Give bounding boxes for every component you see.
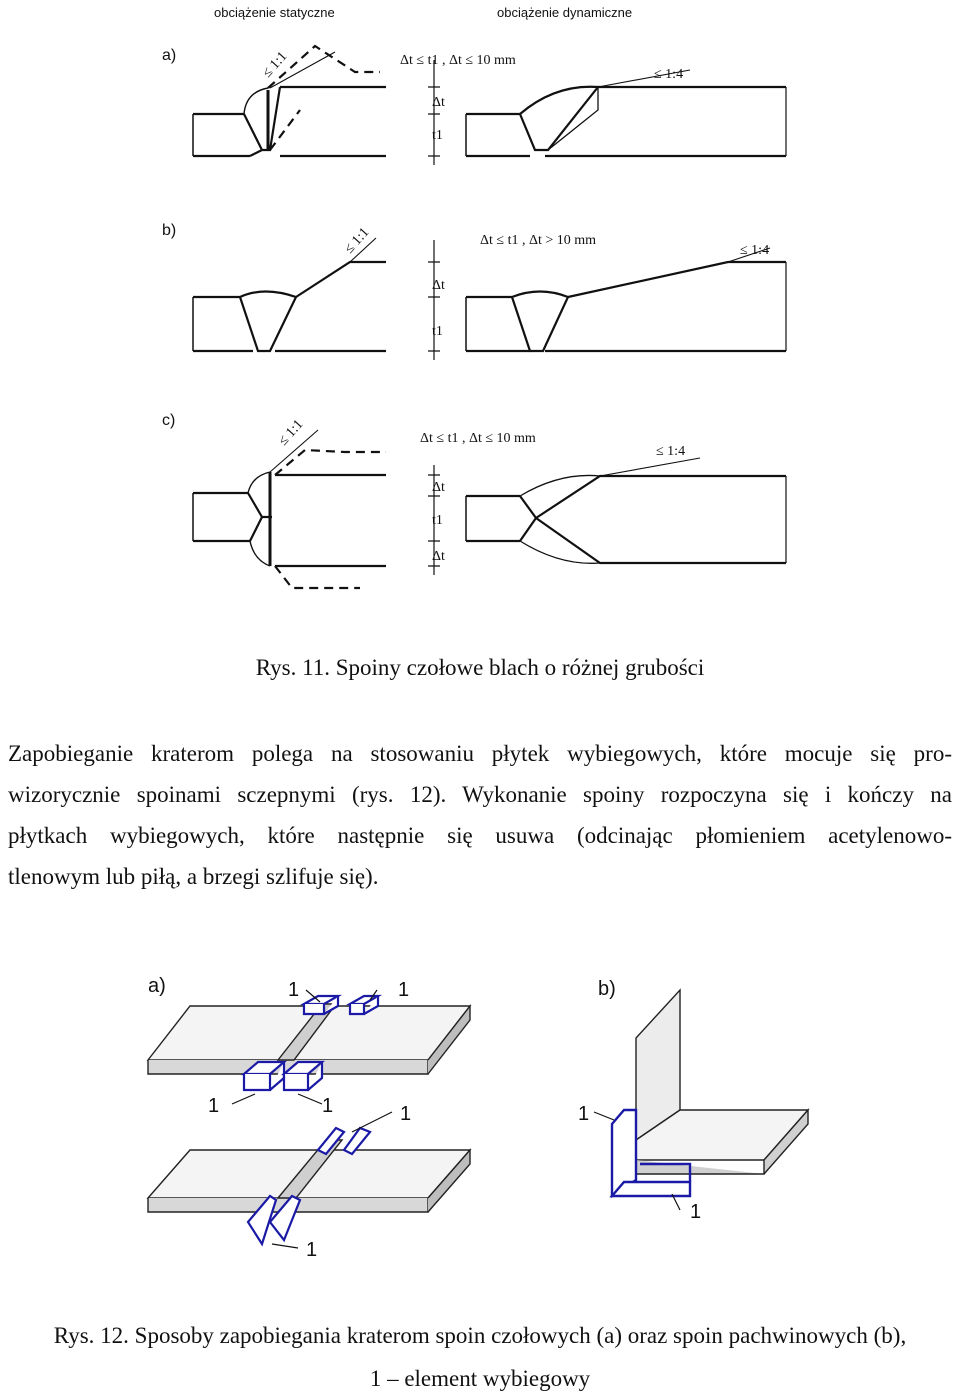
marker-1: 1 [690, 1201, 701, 1223]
figure-butt-welds: obciążenie statyczne obciążenie dynamicz… [162, 5, 787, 590]
marker-1: 1 [306, 1239, 317, 1261]
marker-1: 1 [398, 979, 409, 1001]
ratio-dynamic-c: ≤ 1:4 [656, 444, 685, 459]
paragraph-line: tlenowym lub piłą, a brzegi szlifuje się… [8, 864, 379, 889]
dim-dt-c-bottom: Δt [432, 549, 445, 564]
ratio-static-a: ≤ 1:1 [260, 49, 291, 81]
ratio-dynamic-b: ≤ 1:4 [740, 243, 769, 258]
paragraph-line: Zapobieganie kraterom polega na stosowan… [8, 741, 952, 766]
figure2-caption-line1: Rys. 12. Sposoby zapobiegania kraterom s… [53, 1323, 907, 1348]
dim-t1-a: t1 [432, 128, 443, 143]
header-dynamic: obciążenie dynamiczne [497, 5, 632, 20]
condition-c: Δt ≤ t1 , Δt ≤ 10 mm [420, 431, 536, 446]
figure2-caption-line2: 1 – element wybiegowy [369, 1366, 591, 1391]
marker-1: 1 [288, 979, 299, 1001]
dim-t1-b: t1 [432, 324, 443, 339]
figure1-caption: Rys. 11. Spoiny czołowe blach o różnej g… [255, 655, 705, 680]
dim-dt-b: Δt [432, 278, 445, 293]
condition-a: Δt ≤ t1 , Δt ≤ 10 mm [400, 53, 516, 68]
paragraph-line: płytkach wybiegowych, które następnie si… [8, 823, 952, 848]
marker-1: 1 [578, 1103, 589, 1125]
dim-dt-a: Δt [432, 95, 445, 110]
paragraph-line: wizorycznie spoinami sczepnymi (rys. 12)… [8, 782, 952, 807]
figure2-label-b: b) [598, 978, 616, 1000]
dim-dt-c-top: Δt [432, 480, 445, 495]
row-label-a: a) [162, 47, 176, 64]
body-paragraph: Zapobieganie kraterom polega na stosowan… [8, 733, 952, 897]
marker-1: 1 [208, 1095, 219, 1117]
figure2-label-a: a) [148, 975, 166, 997]
marker-1: 1 [400, 1103, 411, 1125]
marker-1: 1 [322, 1095, 333, 1117]
row-label-c: c) [162, 412, 175, 429]
dim-t1-c: t1 [432, 513, 443, 528]
header-static: obciążenie statyczne [214, 5, 335, 20]
row-label-b: b) [162, 222, 176, 239]
ratio-static-b: ≤ 1:1 [342, 225, 373, 257]
condition-b: Δt ≤ t1 , Δt > 10 mm [480, 233, 596, 248]
ratio-dynamic-a: ≤ 1:4 [654, 67, 683, 82]
